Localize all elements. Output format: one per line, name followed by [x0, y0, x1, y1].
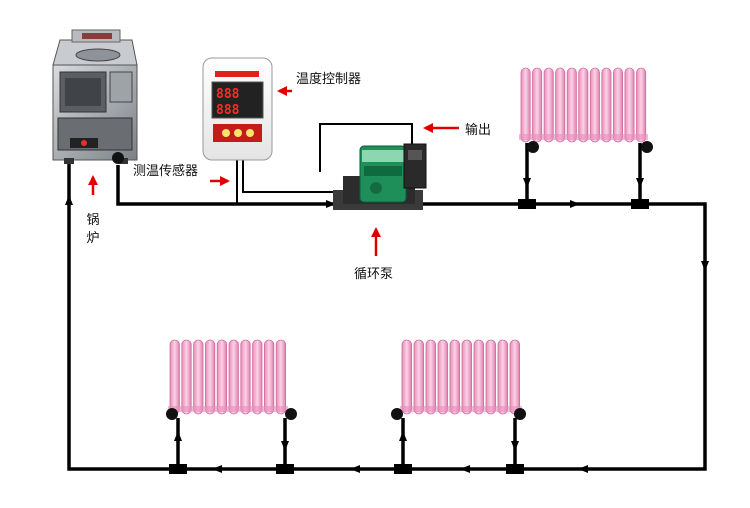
flow-arrow — [212, 465, 222, 473]
label-pointers — [88, 86, 459, 256]
radiator-column — [240, 339, 251, 415]
radiator-column — [425, 339, 437, 415]
radiator-column — [566, 67, 577, 143]
radiator-column — [589, 67, 600, 143]
circulation-pump — [333, 143, 427, 210]
radiator-base — [168, 406, 288, 412]
flow-arrow — [350, 465, 360, 473]
radiator-column — [449, 339, 461, 415]
radiator-column — [485, 339, 497, 415]
radiator-column — [473, 339, 485, 415]
radiator-column — [252, 339, 263, 415]
supply-pipe — [67, 160, 707, 471]
pump-label: 循环泵 — [354, 267, 394, 282]
radiator-column — [636, 67, 647, 143]
radiator-column — [413, 339, 425, 415]
pipe-fittings — [169, 199, 649, 474]
flow-arrow — [523, 178, 531, 188]
radiator-column — [497, 339, 509, 415]
controller-label: 温度控制器 — [296, 72, 362, 87]
radiator-column — [555, 67, 566, 143]
flow-arrow — [511, 441, 519, 451]
radiator-top-right — [519, 67, 648, 143]
boiler-label: 锅炉 — [86, 213, 100, 246]
radiator-column — [181, 339, 192, 415]
flow-arrow — [65, 195, 73, 205]
flow-arrow — [399, 431, 407, 441]
flow-arrow — [174, 431, 182, 441]
radiator-column — [532, 67, 543, 143]
radiator-column — [509, 339, 521, 415]
radiator-column — [263, 339, 275, 415]
radiator-column — [461, 339, 473, 415]
flow-arrow — [281, 441, 289, 451]
radiator-base — [519, 134, 648, 140]
sensor-label: 测温传感器 — [133, 164, 199, 179]
radiator-column — [275, 339, 287, 415]
radiator-column — [401, 339, 413, 415]
flow-arrow — [701, 261, 709, 271]
radiator-column — [228, 339, 239, 415]
temperature-controller: 888 888 — [202, 57, 273, 161]
radiator-column — [437, 339, 449, 415]
flow-arrow — [578, 465, 588, 473]
flow-arrow — [570, 200, 580, 208]
radiator-bottom-right — [400, 339, 522, 415]
controller-power-wire — [242, 160, 333, 193]
radiator-column — [216, 339, 227, 415]
flow-arrow — [326, 200, 336, 208]
controller-display-top: 888 — [216, 87, 240, 102]
control-wires — [236, 123, 413, 204]
controller-display-bottom: 888 — [216, 103, 240, 118]
output-wire — [319, 123, 413, 172]
output-label: 输出 — [465, 123, 492, 138]
radiator-column — [193, 339, 204, 415]
radiator-column — [520, 67, 531, 143]
radiator-column — [204, 339, 216, 415]
flow-arrow — [636, 178, 644, 188]
radiator-column — [601, 67, 612, 143]
radiator-valves — [166, 141, 653, 420]
radiator-column — [613, 67, 624, 143]
flow-arrow — [460, 465, 470, 473]
boiler — [52, 29, 138, 164]
radiator-bottom-left — [168, 339, 288, 415]
radiator-base — [400, 406, 522, 412]
radiator-column — [543, 67, 554, 143]
radiator-column — [169, 339, 180, 415]
radiator-column — [624, 67, 635, 143]
radiator-column — [578, 67, 589, 143]
flow-arrows — [65, 178, 709, 473]
